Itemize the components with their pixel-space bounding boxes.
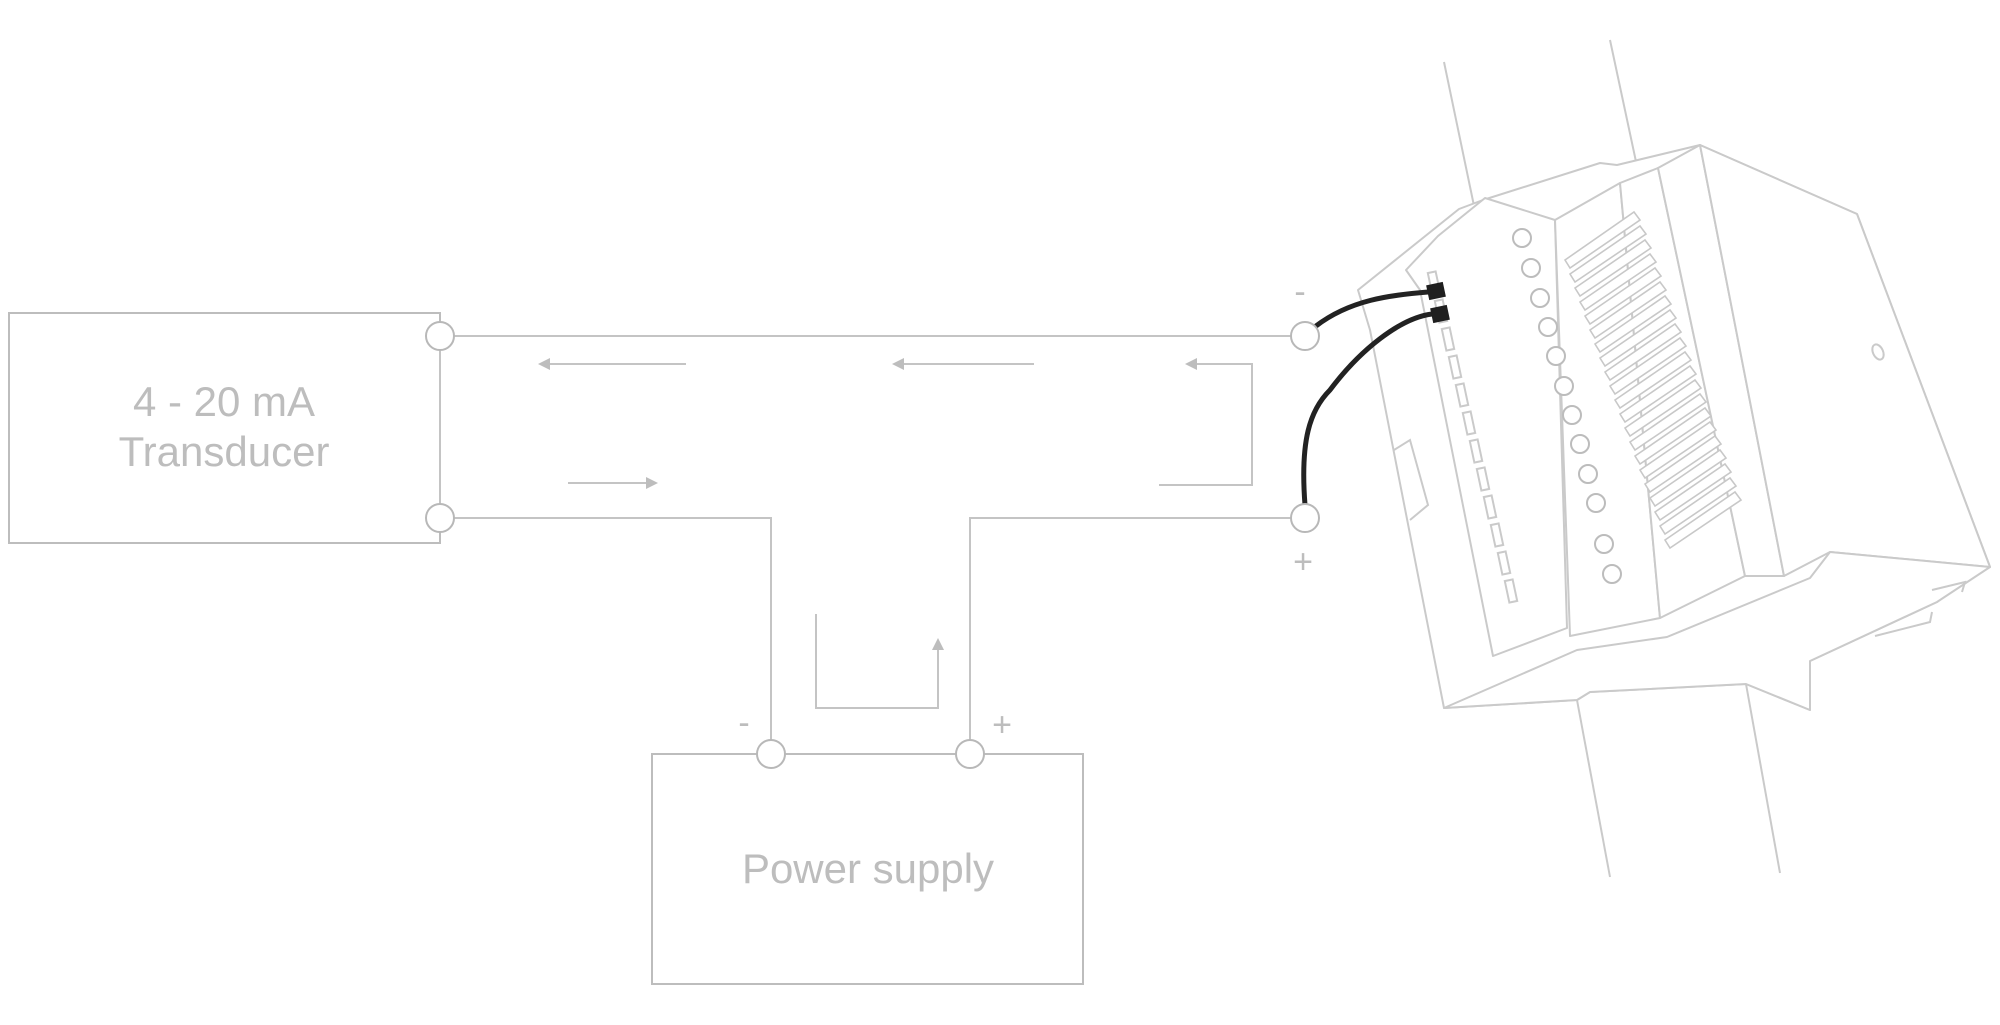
power-supply-block: Power supply - + xyxy=(651,704,1084,985)
cable-positive xyxy=(1301,311,1435,508)
device-minus-sign: - xyxy=(1294,273,1305,311)
flow-arrow-top-right xyxy=(1159,363,1253,486)
device-terminal-plus[interactable] xyxy=(1290,503,1320,533)
wires xyxy=(439,335,1305,754)
transducer-label-line1: 4 - 20 mA xyxy=(133,378,315,425)
power-supply-label: Power supply xyxy=(742,845,994,892)
transducer-terminal-bottom[interactable] xyxy=(425,503,455,533)
terminals xyxy=(425,321,1320,769)
flow-arrow-supply-loop xyxy=(815,614,939,709)
supply-plus-to-device-wire xyxy=(969,517,1305,754)
plug-negative xyxy=(1426,281,1446,301)
power-supply-terminal-minus[interactable] xyxy=(756,739,786,769)
device-clip xyxy=(1393,438,1430,521)
din-rail-left-bottom xyxy=(1576,699,1611,878)
din-rail-left-top xyxy=(1443,61,1479,226)
plug-positive xyxy=(1430,304,1450,324)
transducer-to-supply-minus-wire xyxy=(440,517,772,754)
device-terminal-fins xyxy=(1563,210,1743,550)
device-foot-middle xyxy=(1874,611,1933,637)
power-supply-terminal-plus[interactable] xyxy=(955,739,985,769)
transducer-terminal-top[interactable] xyxy=(425,321,455,351)
arrowhead-top-right xyxy=(1185,358,1197,370)
arrowhead-bottom-left xyxy=(646,477,658,489)
device-plus-sign: + xyxy=(1293,543,1313,581)
arrowhead-supply-loop xyxy=(932,638,944,650)
device-bottom-face xyxy=(1443,551,1991,711)
power-supply-plus-sign: + xyxy=(992,706,1012,744)
cable-negative xyxy=(1313,289,1431,329)
din-rail-device xyxy=(1357,39,1991,878)
current-flow-arrows xyxy=(538,358,1253,709)
power-supply-box xyxy=(651,753,1084,985)
arrowhead-top-left xyxy=(538,358,550,370)
device-terminal-minus[interactable] xyxy=(1290,321,1320,351)
transducer-label-line2: Transducer xyxy=(119,428,330,475)
device-screw-terminals xyxy=(1512,228,1622,584)
din-rail-right-bottom xyxy=(1745,683,1781,874)
arrowhead-top-middle xyxy=(892,358,904,370)
device-foot-right xyxy=(1931,580,1967,593)
power-supply-minus-sign: - xyxy=(738,704,749,742)
device-cables xyxy=(1301,281,1450,508)
transducer-block: 4 - 20 mA Transducer xyxy=(8,312,441,544)
device-side-hole xyxy=(1871,343,1885,361)
